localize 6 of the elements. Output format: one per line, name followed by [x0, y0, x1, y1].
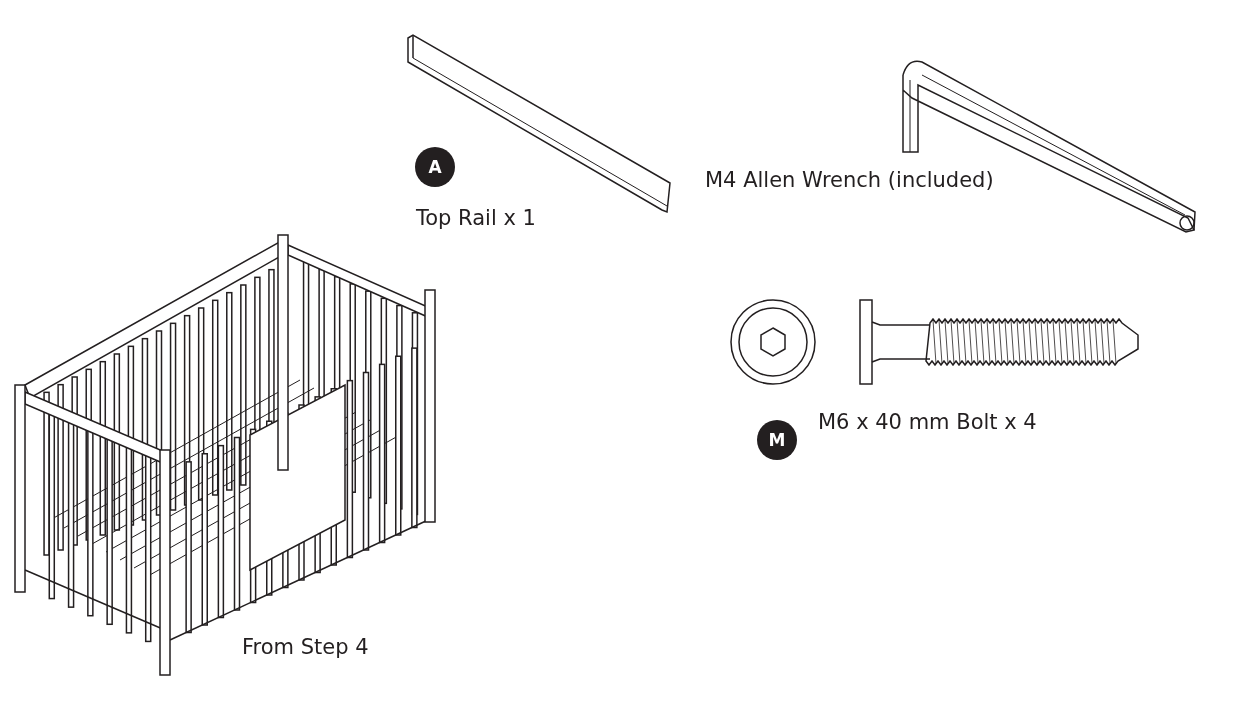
part-letter-badge: M — [757, 420, 797, 460]
note-label: From Step 4 — [242, 635, 369, 659]
part-label: M6 x 40 mm Bolt x 4 — [818, 410, 1037, 434]
part-letter-badge: A — [415, 147, 455, 187]
tool-label: M4 Allen Wrench (included) — [705, 168, 994, 192]
part-label: Top Rail x 1 — [416, 206, 536, 230]
